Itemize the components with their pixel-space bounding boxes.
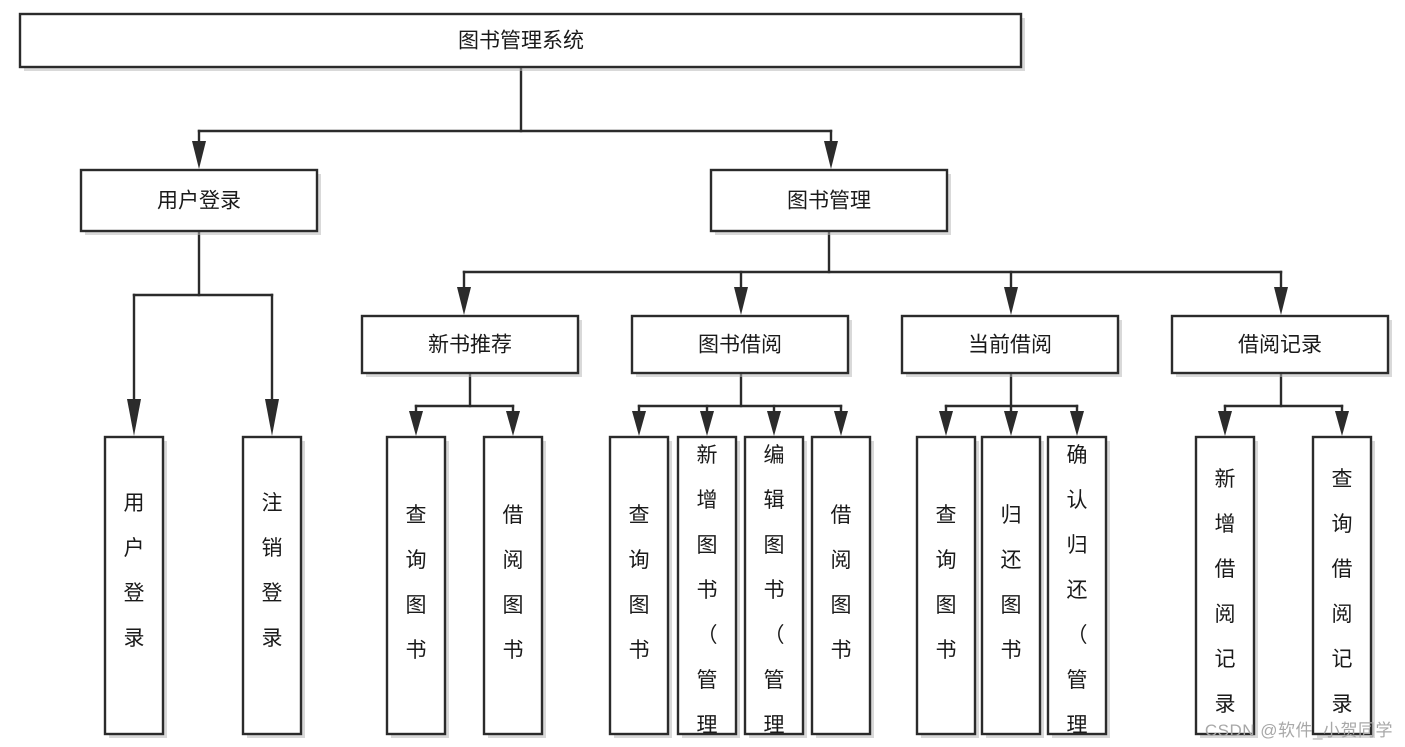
node-leaf-query-book-rec[interactable]: 查询图书 <box>385 435 449 738</box>
node-leaf-add-book-box[interactable] <box>676 435 738 736</box>
arrow-head-leaf-add-book <box>700 411 714 436</box>
node-leaf-add-record-label: 新增借阅记录 <box>1215 468 1236 716</box>
arrow-head-leaf-add-record <box>1218 411 1232 436</box>
arrow-head-leaf-return-book <box>1004 411 1018 436</box>
node-leaf-query-book-rec-label: 查询图书 <box>406 504 427 662</box>
node-borrow-record-box[interactable] <box>1170 314 1390 375</box>
node-current-borrow[interactable]: 当前借阅 <box>900 314 1122 377</box>
arrow-head-leaf-query-book-current <box>939 411 953 436</box>
node-leaf-query-book-rec-box[interactable] <box>385 435 447 736</box>
arrow-head-leaf-borrow-book <box>834 411 848 436</box>
arrow-head-user-login <box>192 141 206 169</box>
node-leaf-borrow-book[interactable]: 借阅图书 <box>810 435 874 738</box>
arrow-head-new-book-rec <box>457 287 471 315</box>
node-leaf-confirm-return-label: 确认归还（管理员） <box>1067 444 1088 747</box>
node-book-manage-box[interactable] <box>709 168 949 233</box>
node-leaf-return-book-box[interactable] <box>980 435 1042 736</box>
node-new-book-rec[interactable]: 新书推荐 <box>360 314 582 377</box>
node-leaf-borrow-book-rec-box[interactable] <box>482 435 544 736</box>
node-book-borrow[interactable]: 图书借阅 <box>630 314 852 377</box>
node-leaf-add-record-box[interactable] <box>1194 435 1256 736</box>
arrow-head-leaf-confirm-return <box>1070 411 1084 436</box>
node-leaf-user-logout[interactable]: 注销登录 <box>241 435 305 738</box>
node-root[interactable]: 图书管理系统 <box>18 12 1025 71</box>
node-user-login[interactable]: 用户登录 <box>79 168 321 235</box>
node-new-book-rec-label: 新书推荐 <box>428 334 512 357</box>
node-leaf-query-record-label: 查询借阅记录 <box>1332 468 1353 716</box>
node-new-book-rec-box[interactable] <box>360 314 580 375</box>
arrow-head-leaf-user-logout <box>265 399 279 436</box>
node-user-login-label: 用户登录 <box>157 190 241 213</box>
node-book-manage-label: 图书管理 <box>787 190 871 213</box>
node-leaf-user-login-box[interactable] <box>103 435 165 736</box>
node-leaf-edit-book-label: 编辑图书（管理员） <box>764 444 785 747</box>
node-leaf-borrow-book-label: 借阅图书 <box>831 504 852 662</box>
arrow-head-book-manage <box>824 141 838 169</box>
node-user-login-box[interactable] <box>79 168 319 233</box>
arrow-head-leaf-borrow-book-rec <box>506 411 520 436</box>
node-leaf-query-book-borrow-label: 查询图书 <box>629 504 650 662</box>
node-borrow-record-label: 借阅记录 <box>1238 334 1322 357</box>
node-leaf-query-book-borrow[interactable]: 查询图书 <box>608 435 672 738</box>
node-leaf-edit-book-box[interactable] <box>743 435 805 736</box>
node-leaf-borrow-book-rec-label: 借阅图书 <box>503 504 524 662</box>
arrow-head-current-borrow <box>1004 287 1018 315</box>
arrow-head-leaf-user-login <box>127 399 141 436</box>
node-book-borrow-label: 图书借阅 <box>698 334 782 357</box>
node-leaf-add-book[interactable]: 新增图书（管理员） <box>676 435 740 747</box>
arrow-head-leaf-query-book-rec <box>409 411 423 436</box>
node-leaf-user-login[interactable]: 用户登录 <box>103 435 167 738</box>
arrow-head-borrow-record <box>1274 287 1288 315</box>
arrow-head-leaf-query-book-borrow <box>632 411 646 436</box>
node-borrow-record[interactable]: 借阅记录 <box>1170 314 1392 377</box>
node-leaf-query-book-current-label: 查询图书 <box>936 504 957 662</box>
node-book-manage[interactable]: 图书管理 <box>709 168 951 235</box>
node-root-box[interactable] <box>18 12 1023 69</box>
node-leaf-user-logout-label: 注销登录 <box>262 492 283 650</box>
node-leaf-borrow-book-rec[interactable]: 借阅图书 <box>482 435 546 738</box>
node-leaf-user-login-label: 用户登录 <box>124 492 145 650</box>
node-leaf-borrow-book-box[interactable] <box>810 435 872 736</box>
node-leaf-edit-book[interactable]: 编辑图书（管理员） <box>743 435 807 747</box>
node-current-borrow-box[interactable] <box>900 314 1120 375</box>
node-leaf-user-logout-box[interactable] <box>241 435 303 736</box>
node-leaf-query-record-box[interactable] <box>1311 435 1373 736</box>
node-leaf-query-book-borrow-box[interactable] <box>608 435 670 736</box>
node-leaf-confirm-return[interactable]: 确认归还（管理员） <box>1046 435 1110 747</box>
arrow-head-leaf-edit-book <box>767 411 781 436</box>
node-leaf-add-book-label: 新增图书（管理员） <box>697 444 718 747</box>
node-leaf-return-book[interactable]: 归还图书 <box>980 435 1044 738</box>
node-root-label: 图书管理系统 <box>458 30 584 53</box>
node-leaf-add-record[interactable]: 新增借阅记录 <box>1194 435 1258 738</box>
node-leaf-confirm-return-box[interactable] <box>1046 435 1108 736</box>
node-current-borrow-label: 当前借阅 <box>968 334 1052 357</box>
node-leaf-query-book-current[interactable]: 查询图书 <box>915 435 979 738</box>
node-leaf-query-book-current-box[interactable] <box>915 435 977 736</box>
connector-layer <box>127 67 1349 436</box>
node-leaf-return-book-label: 归还图书 <box>1001 504 1022 662</box>
node-book-borrow-box[interactable] <box>630 314 850 375</box>
arrow-head-leaf-query-record <box>1335 411 1349 436</box>
arrow-head-book-borrow <box>734 287 748 315</box>
node-leaf-query-record[interactable]: 查询借阅记录 <box>1311 435 1375 738</box>
